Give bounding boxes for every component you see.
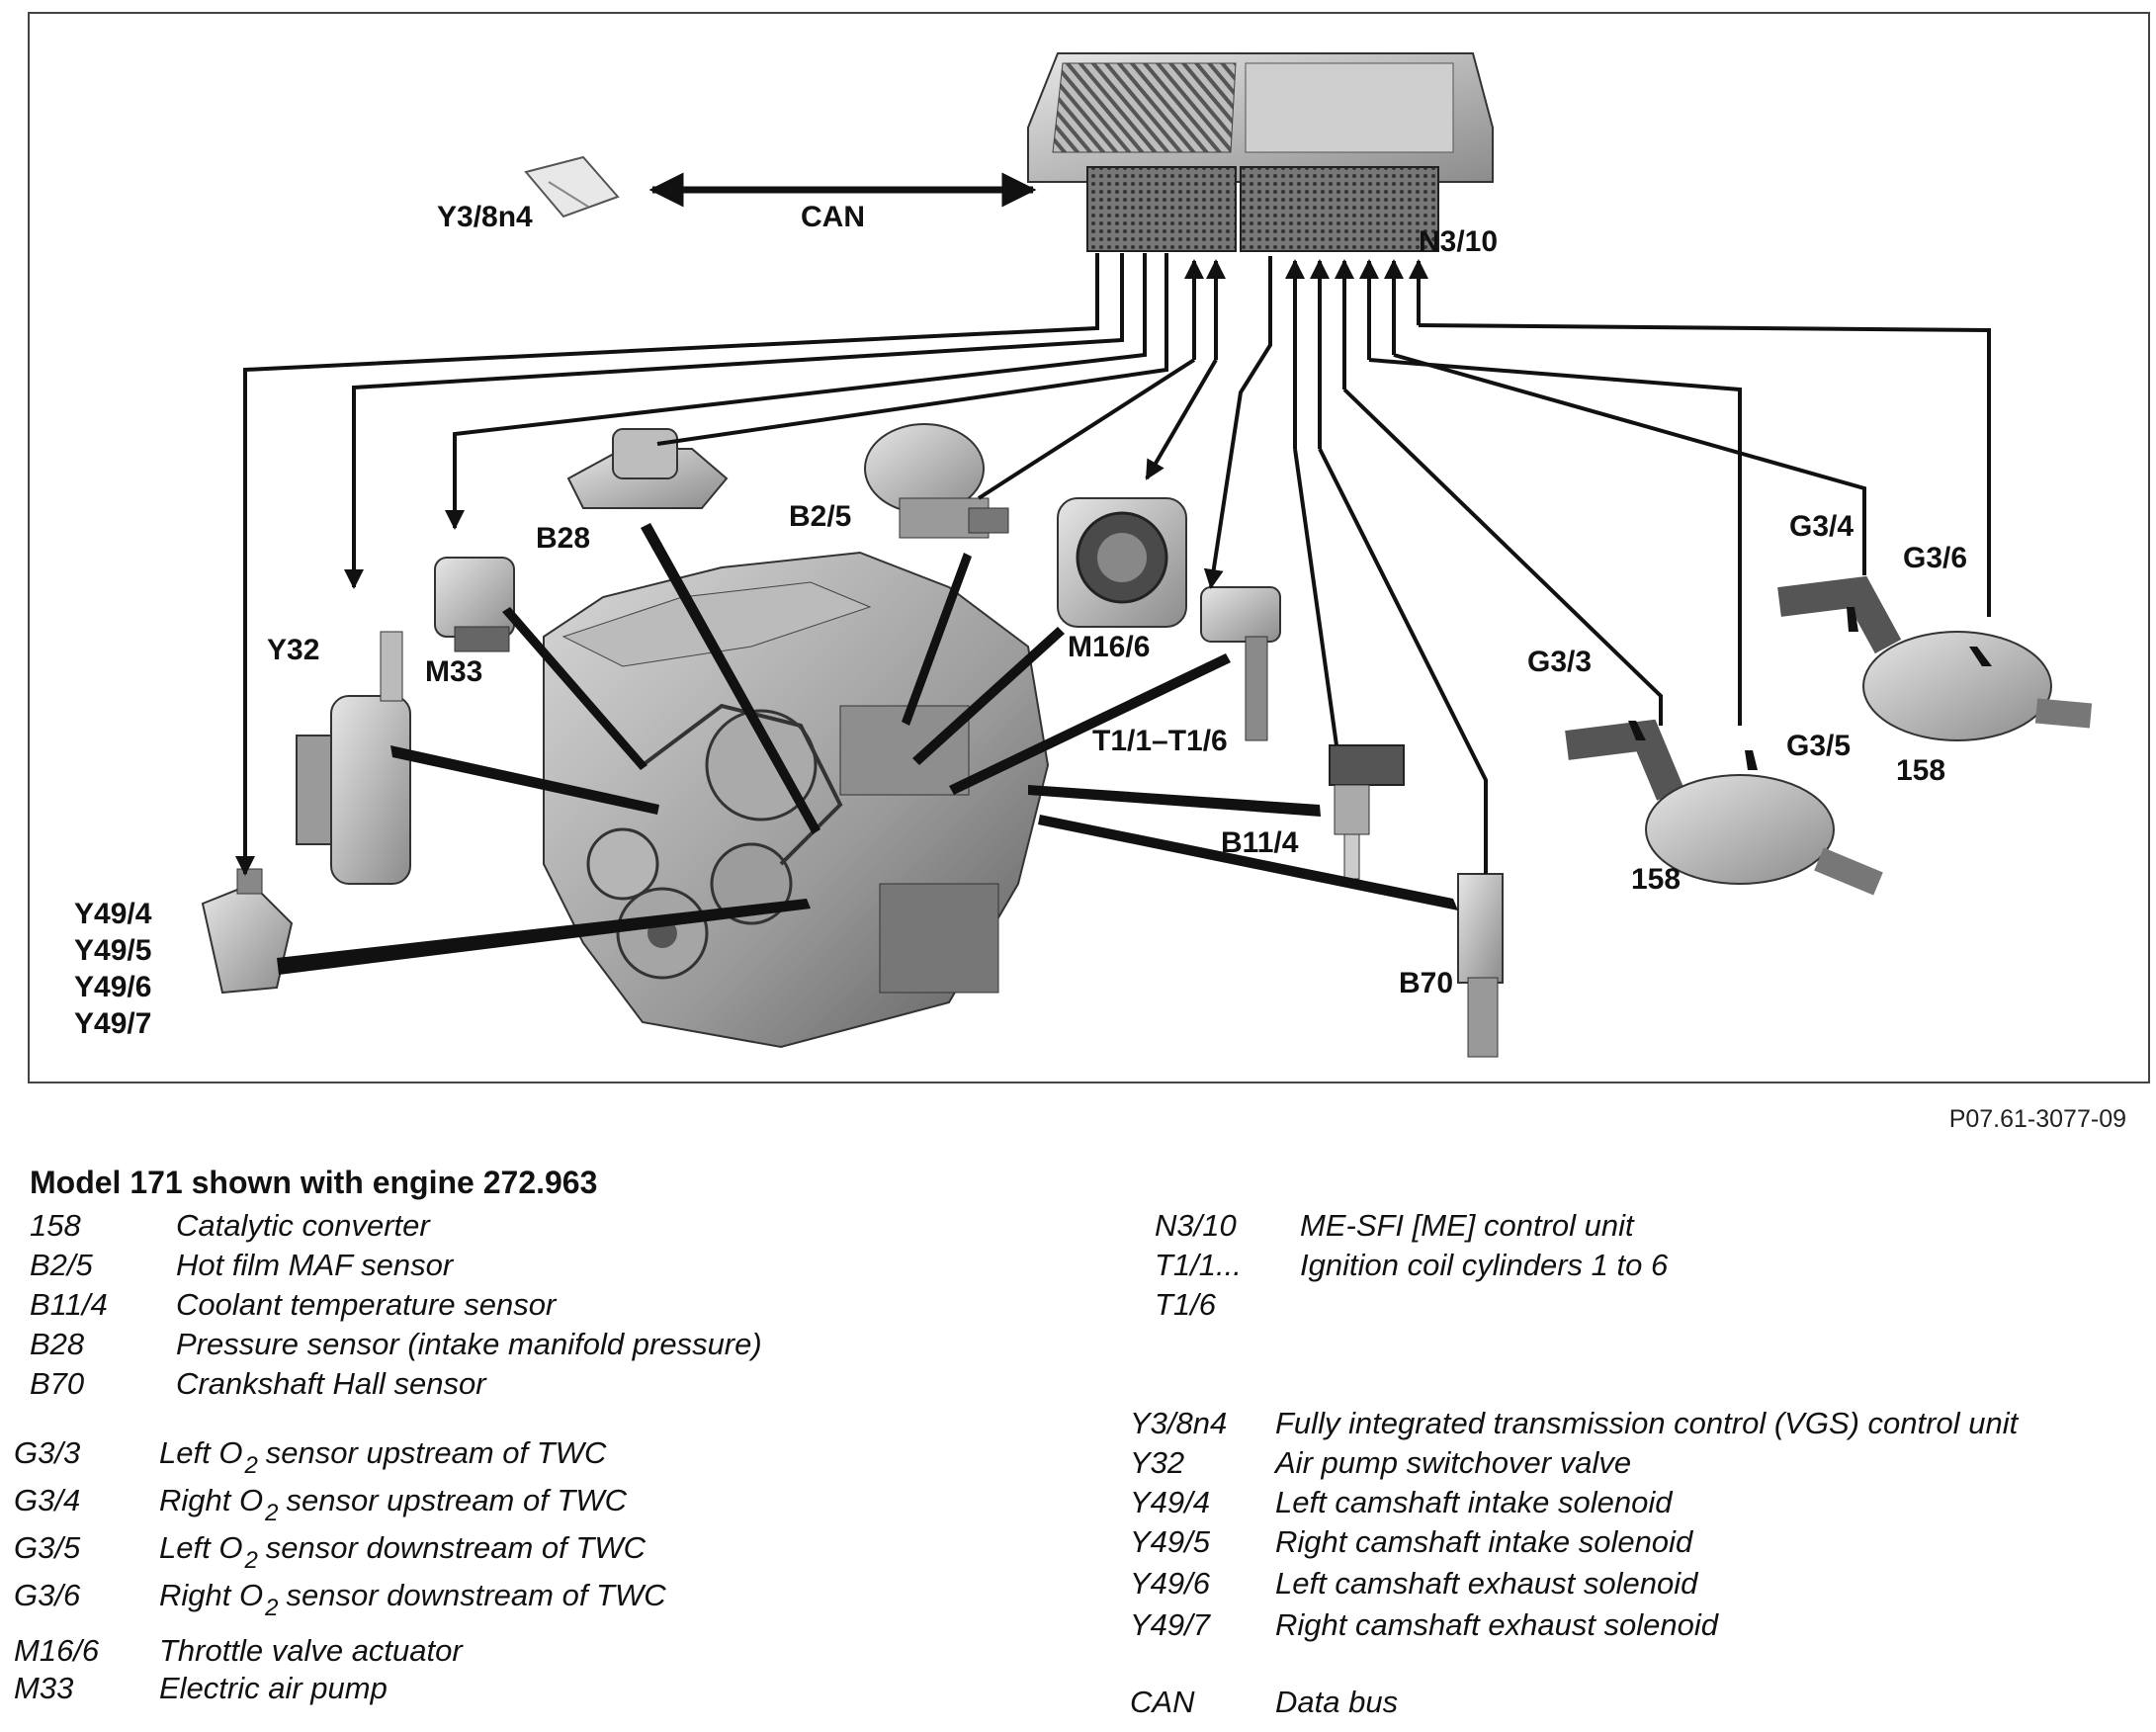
label-y49-4: Y49/4 — [74, 898, 152, 930]
legend-desc: Crankshaft Hall sensor — [176, 1366, 486, 1401]
label-y3-8n4: Y3/8n4 — [437, 201, 533, 233]
catalytic-converter-lower — [1565, 719, 1883, 896]
label-g3-6: G3/6 — [1903, 542, 1967, 574]
legend-desc: Right camshaft exhaust solenoid — [1275, 1607, 1719, 1642]
leader-lines — [277, 523, 1992, 975]
legend-code: Y32 — [1130, 1445, 1185, 1480]
pressure-sensor-b28 — [566, 428, 729, 509]
label-g3-5: G3/5 — [1786, 730, 1851, 762]
label-can: CAN — [801, 201, 865, 233]
label-b70: B70 — [1399, 967, 1453, 999]
legend-code: M16/6 — [14, 1633, 100, 1668]
label-g3-4: G3/4 — [1789, 510, 1854, 543]
label-b2-5: B2/5 — [789, 500, 851, 533]
legend-code: Y49/7 — [1130, 1607, 1211, 1642]
label-b28: B28 — [536, 522, 590, 555]
coolant-temp-sensor-b11-4 — [1329, 744, 1405, 880]
wiring-diagram: Y3/8n4 CAN N3/10 B28 B2/5 M16/6 M33 Y32 … — [74, 52, 2093, 1058]
legend-code: Y49/4 — [1130, 1485, 1211, 1519]
legend-desc: Right camshaft intake solenoid — [1275, 1524, 1693, 1559]
label-n3-10: N3/10 — [1419, 225, 1498, 258]
label-y49-6: Y49/6 — [74, 971, 151, 1003]
legend-desc: Left camshaft intake solenoid — [1275, 1485, 1673, 1519]
legend-code: G3/3 — [14, 1435, 81, 1470]
legend-desc: Catalytic converter — [176, 1208, 430, 1243]
maf-sensor-b2-5 — [864, 423, 1009, 539]
legend-desc: Left camshaft exhaust solenoid — [1275, 1566, 1698, 1601]
label-b11-4: B11/4 — [1221, 826, 1299, 859]
air-pump-switchover-valve-y32 — [296, 631, 411, 885]
camshaft-solenoid-y49 — [201, 868, 294, 995]
label-m16-6: M16/6 — [1068, 631, 1150, 663]
transmission-control-module — [524, 155, 620, 218]
legend-desc: Fully integrated transmission control (V… — [1275, 1406, 2019, 1440]
label-m33: M33 — [425, 655, 482, 688]
control-unit-n3-10 — [1027, 52, 1494, 252]
label-y49-5: Y49/5 — [74, 934, 151, 967]
legend-code: N3/10 — [1155, 1208, 1237, 1243]
legend-code: Y49/5 — [1130, 1524, 1211, 1559]
signal-lines — [235, 253, 1991, 876]
legend-code: B28 — [30, 1327, 85, 1361]
legend-code: CAN — [1130, 1685, 1195, 1719]
label-158-upper: 158 — [1896, 754, 1945, 787]
legend-desc: Pressure sensor (intake manifold pressur… — [176, 1327, 762, 1361]
legend-desc: Data bus — [1275, 1685, 1399, 1719]
legend-code: 158 — [30, 1208, 81, 1243]
legend-code: B2/5 — [30, 1248, 93, 1282]
figure-reference: P07.61-3077-09 — [1948, 1105, 2126, 1133]
ignition-coil-t1 — [1200, 586, 1281, 741]
legend-desc: Throttle valve actuator — [159, 1633, 463, 1668]
legend-code: B11/4 — [30, 1287, 108, 1322]
electric-air-pump-m33 — [434, 557, 515, 652]
legend-code: Y3/8n4 — [1130, 1406, 1228, 1440]
legend-code: Y49/6 — [1130, 1566, 1211, 1601]
legend-desc: Ignition coil cylinders 1 to 6 — [1300, 1248, 1669, 1282]
crankshaft-hall-sensor-b70 — [1457, 873, 1504, 1058]
legend-code: G3/6 — [14, 1578, 81, 1612]
label-158-lower: 158 — [1631, 863, 1681, 896]
legend-desc: Electric air pump — [159, 1671, 388, 1705]
legend-code: G3/5 — [14, 1530, 81, 1565]
legend-code: T1/6 — [1155, 1287, 1217, 1322]
legend-code: G3/4 — [14, 1483, 81, 1517]
label-g3-3: G3/3 — [1527, 646, 1592, 678]
legend-code: M33 — [14, 1671, 74, 1705]
legend-code: T1/1... — [1155, 1248, 1242, 1282]
throttle-valve-actuator-m16-6 — [1057, 497, 1187, 628]
legend-title: Model 171 shown with engine 272.963 — [30, 1165, 598, 1200]
legend-desc: ME-SFI [ME] control unit — [1300, 1208, 1634, 1243]
label-y32: Y32 — [267, 634, 319, 666]
legend-desc: Hot film MAF sensor — [176, 1248, 454, 1282]
label-t1-1-t1-6: T1/1–T1/6 — [1092, 725, 1228, 757]
catalytic-converter-upper — [1777, 575, 2093, 741]
legend-desc: Air pump switchover valve — [1275, 1445, 1632, 1480]
legend-code: B70 — [30, 1366, 85, 1401]
diagram-frame: Y3/8n4 CAN N3/10 B28 B2/5 M16/6 M33 Y32 … — [28, 12, 2150, 1083]
legend-desc: Coolant temperature sensor — [176, 1287, 557, 1322]
label-y49-7: Y49/7 — [74, 1007, 151, 1040]
